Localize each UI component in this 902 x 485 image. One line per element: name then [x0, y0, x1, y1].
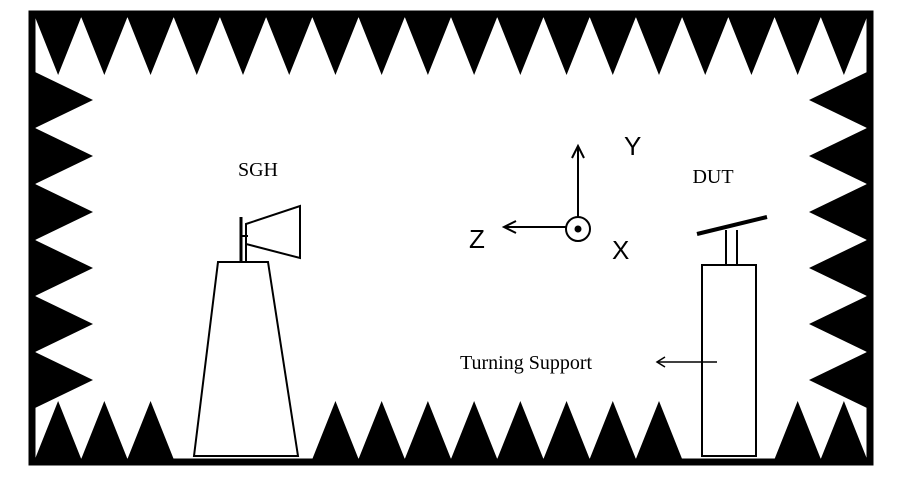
absorber-cone [820, 17, 867, 75]
absorber-cone [81, 17, 128, 75]
absorber-cone [35, 240, 93, 296]
absorber-cone [820, 401, 867, 459]
absorber-cone [809, 240, 867, 296]
absorber-cone [312, 401, 359, 459]
sgh-tower [192, 261, 300, 457]
absorber-cone [589, 17, 636, 75]
absorber-cone [451, 401, 498, 459]
absorber-cone [312, 17, 359, 75]
right-absorber-column [809, 72, 867, 408]
absorber-cone [451, 17, 498, 75]
absorber-cone [127, 17, 174, 75]
absorber-cone [219, 17, 267, 75]
absorber-cone [728, 17, 775, 75]
absorber-cone [809, 128, 867, 184]
sgh-label: SGH [238, 159, 278, 181]
absorber-cone [543, 17, 590, 75]
absorber-cone [35, 296, 93, 352]
sgh-assembly [192, 204, 301, 457]
absorber-cone [809, 352, 867, 408]
x-axis-dot [574, 225, 582, 233]
absorber-cone [774, 401, 821, 459]
support-pointer-arrowhead [655, 356, 666, 368]
absorber-cone [635, 401, 683, 459]
absorber-cone [635, 17, 683, 75]
absorber-cone [809, 72, 867, 128]
absorber-cone [266, 17, 313, 75]
z-axis-arrowhead [501, 220, 517, 234]
absorber-cone [35, 72, 93, 128]
absorber-cone [358, 401, 405, 459]
absorber-cone [35, 401, 82, 459]
absorber-cone [404, 17, 451, 75]
absorber-cone [173, 17, 220, 75]
absorber-cone [404, 401, 451, 459]
absorber-cone [35, 128, 93, 184]
y-axis-label: Y [624, 131, 641, 161]
z-axis-label: Z [469, 224, 485, 254]
absorber-cone [35, 17, 82, 75]
y-axis-arrowhead [571, 143, 585, 159]
absorber-cone [497, 17, 544, 75]
chamber-wall [28, 10, 874, 466]
absorber-cone [358, 17, 405, 75]
absorber-cone [35, 184, 93, 240]
absorber-cone [809, 184, 867, 240]
dut-label: DUT [692, 166, 733, 188]
coordinate-axes [501, 143, 591, 242]
absorber-cone [35, 352, 93, 408]
horn-antenna [245, 204, 301, 260]
bottom-absorber-row [35, 401, 867, 459]
absorber-cone [127, 401, 174, 459]
absorber-cone [497, 401, 544, 459]
dut-assembly [696, 215, 768, 457]
turning-support [701, 264, 757, 457]
turning-support-label: Turning Support [460, 352, 593, 374]
absorber-cone [589, 401, 636, 459]
x-axis-label: X [612, 235, 629, 265]
absorber-cone [543, 401, 590, 459]
absorber-cone [81, 401, 128, 459]
left-absorber-column [35, 72, 93, 408]
absorber-cone [682, 17, 729, 75]
top-absorber-row [35, 17, 867, 75]
absorber-cone [774, 17, 821, 75]
dut-antenna-element [696, 215, 768, 236]
absorber-cone [809, 296, 867, 352]
